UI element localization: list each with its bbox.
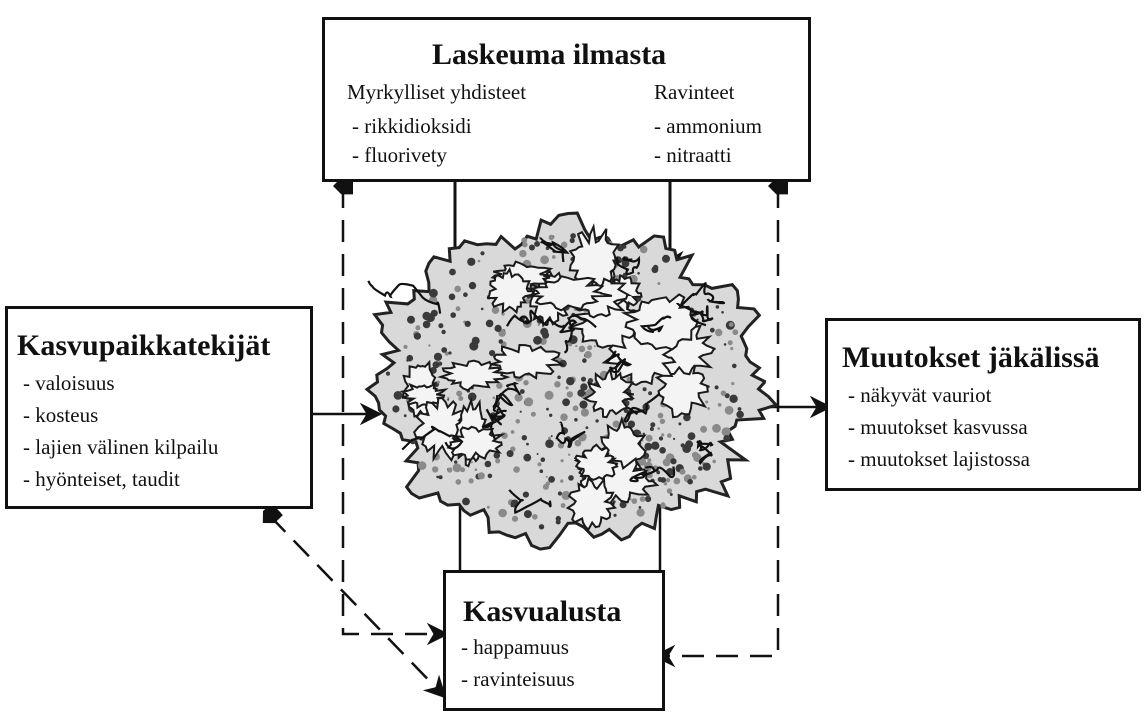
substrate-box: Kasvualusta - happamuus - ravinteisuus [443, 570, 665, 711]
deposition-box: Laskeuma ilmasta Myrkylliset yhdisteet -… [322, 17, 811, 182]
lichen-change-item: - muutokset kasvussa [848, 417, 1028, 438]
site-factor-item: - lajien välinen kilpailu [23, 437, 218, 458]
lichen-change-item: - näkyvät vauriot [848, 385, 991, 406]
lichen-changes-title: Muutokset jäkälissä [842, 343, 1100, 373]
substrate-item: - happamuus [461, 637, 569, 658]
site-factor-item: - hyönteiset, taudit [23, 469, 180, 490]
site-factor-item: - valoisuus [23, 373, 115, 394]
site-factor-item: - kosteus [23, 405, 98, 426]
toxic-item: - fluorivety [352, 145, 447, 166]
toxic-item: - rikkidioksidi [352, 116, 472, 137]
substrate-title: Kasvualusta [463, 597, 621, 627]
toxic-compounds-heading: Myrkylliset yhdisteet [347, 82, 526, 103]
lichen-change-item: - muutokset lajistossa [848, 449, 1030, 470]
substrate-item: - ravinteisuus [461, 669, 575, 690]
nutrients-heading: Ravinteet [654, 82, 734, 103]
deposition-title: Laskeuma ilmasta [432, 40, 666, 70]
site-factors-box: Kasvupaikkatekijät - valoisuus - kosteus… [5, 306, 313, 509]
nutrient-item: - ammonium [654, 116, 762, 137]
site-factors-title: Kasvupaikkatekijät [17, 331, 270, 361]
nutrient-item: - nitraatti [654, 145, 732, 166]
lichen-changes-box: Muutokset jäkälissä - näkyvät vauriot - … [825, 318, 1141, 491]
